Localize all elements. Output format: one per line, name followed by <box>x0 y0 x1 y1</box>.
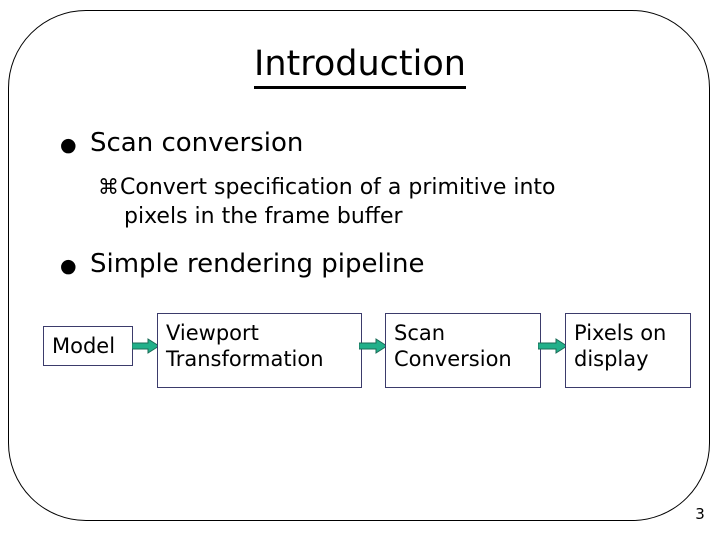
bullet-label: Simple rendering pipeline <box>90 249 425 279</box>
pipeline-box-scan-conversion: Scan Conversion <box>385 313 541 388</box>
arrow-viewport-to-scan-icon <box>359 338 388 354</box>
command-glyph-bullet-icon: ⌘ <box>98 175 119 199</box>
sub-bullet-label-line1: Convert specification of a primitive int… <box>120 175 556 200</box>
bullet-label: Scan conversion <box>90 128 304 158</box>
page-title: Introduction <box>0 44 720 89</box>
bullet-item-simple-rendering-pipeline: ● Simple rendering pipeline <box>60 248 424 282</box>
arrow-scan-to-pixels-icon <box>538 338 568 354</box>
pipeline-box-model: Model <box>43 326 133 366</box>
filled-circle-bullet-icon: ● <box>60 255 77 277</box>
pipeline-box-pixels-on-display: Pixels on display <box>565 313 691 388</box>
page-title-text: Introduction <box>254 44 466 89</box>
sub-bullet-label-line2: pixels in the frame buffer <box>124 204 403 229</box>
pipeline-box-viewport-transformation: Viewport Transformation <box>157 313 362 388</box>
page-number: 3 <box>695 505 705 523</box>
arrow-model-to-viewport-icon <box>132 338 160 354</box>
bullet-item-scan-conversion: ● Scan conversion <box>60 127 303 161</box>
filled-circle-bullet-icon: ● <box>60 134 77 156</box>
sub-bullet-item-convert-specification: ⌘Convert specification of a primitive in… <box>98 173 638 231</box>
slide-frame-border <box>8 10 710 521</box>
